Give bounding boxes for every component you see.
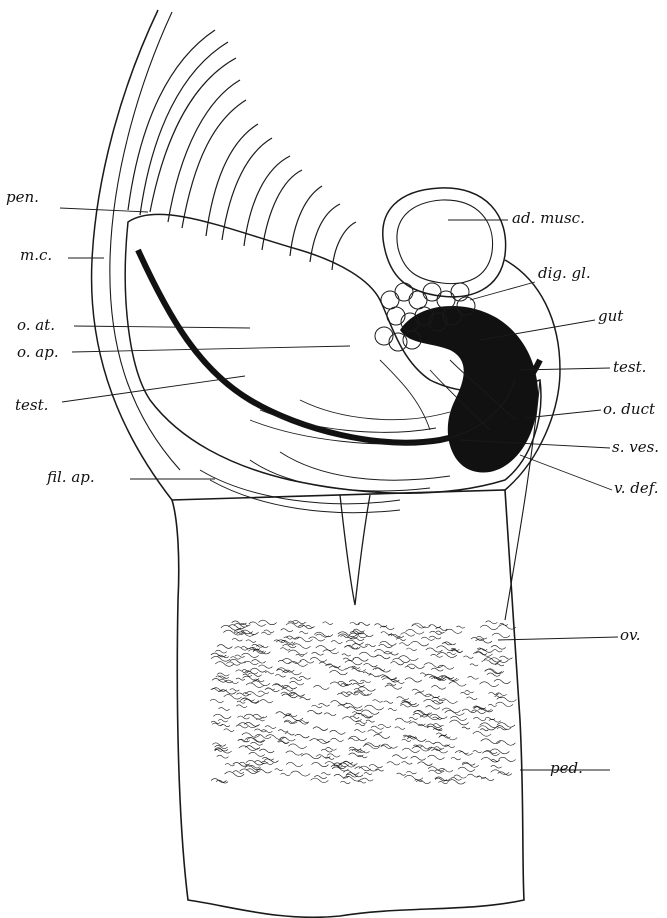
- mantle-inner-line: [110, 12, 180, 470]
- label-test-right: test.: [613, 360, 646, 375]
- adductor-muscle-inner: [397, 200, 493, 284]
- label-admusc: ad. musc.: [512, 211, 585, 226]
- label-ped: ped.: [550, 761, 583, 776]
- leader-oat: [74, 326, 250, 328]
- mantle-outline: [92, 10, 172, 500]
- filamentary-appendages: [200, 452, 450, 513]
- label-ov: ov.: [620, 628, 641, 643]
- label-oap: o. ap.: [17, 345, 59, 360]
- label-test-left: test.: [15, 398, 48, 413]
- label-mc: m.c.: [20, 248, 52, 263]
- leader-oap: [72, 346, 350, 352]
- cirri: [128, 30, 356, 270]
- label-pen: pen.: [6, 190, 39, 205]
- ovary-mass: [205, 618, 516, 788]
- leader-pen: [60, 208, 148, 212]
- gut-dark: [400, 306, 538, 472]
- label-gut: gut: [598, 309, 623, 324]
- adductor-muscle: [383, 188, 506, 297]
- label-sves: s. ves.: [612, 440, 659, 455]
- label-oat: o. at.: [17, 318, 55, 333]
- label-filap: fil. ap.: [47, 470, 95, 485]
- body-extension: [340, 495, 370, 605]
- leader-ov: [498, 637, 618, 640]
- label-vdef: v. def.: [614, 481, 659, 496]
- label-oduct: o. duct: [603, 402, 655, 417]
- leader-vdef: [520, 455, 612, 490]
- leader-test-left: [62, 376, 245, 402]
- label-diggl: dig. gl.: [538, 266, 591, 281]
